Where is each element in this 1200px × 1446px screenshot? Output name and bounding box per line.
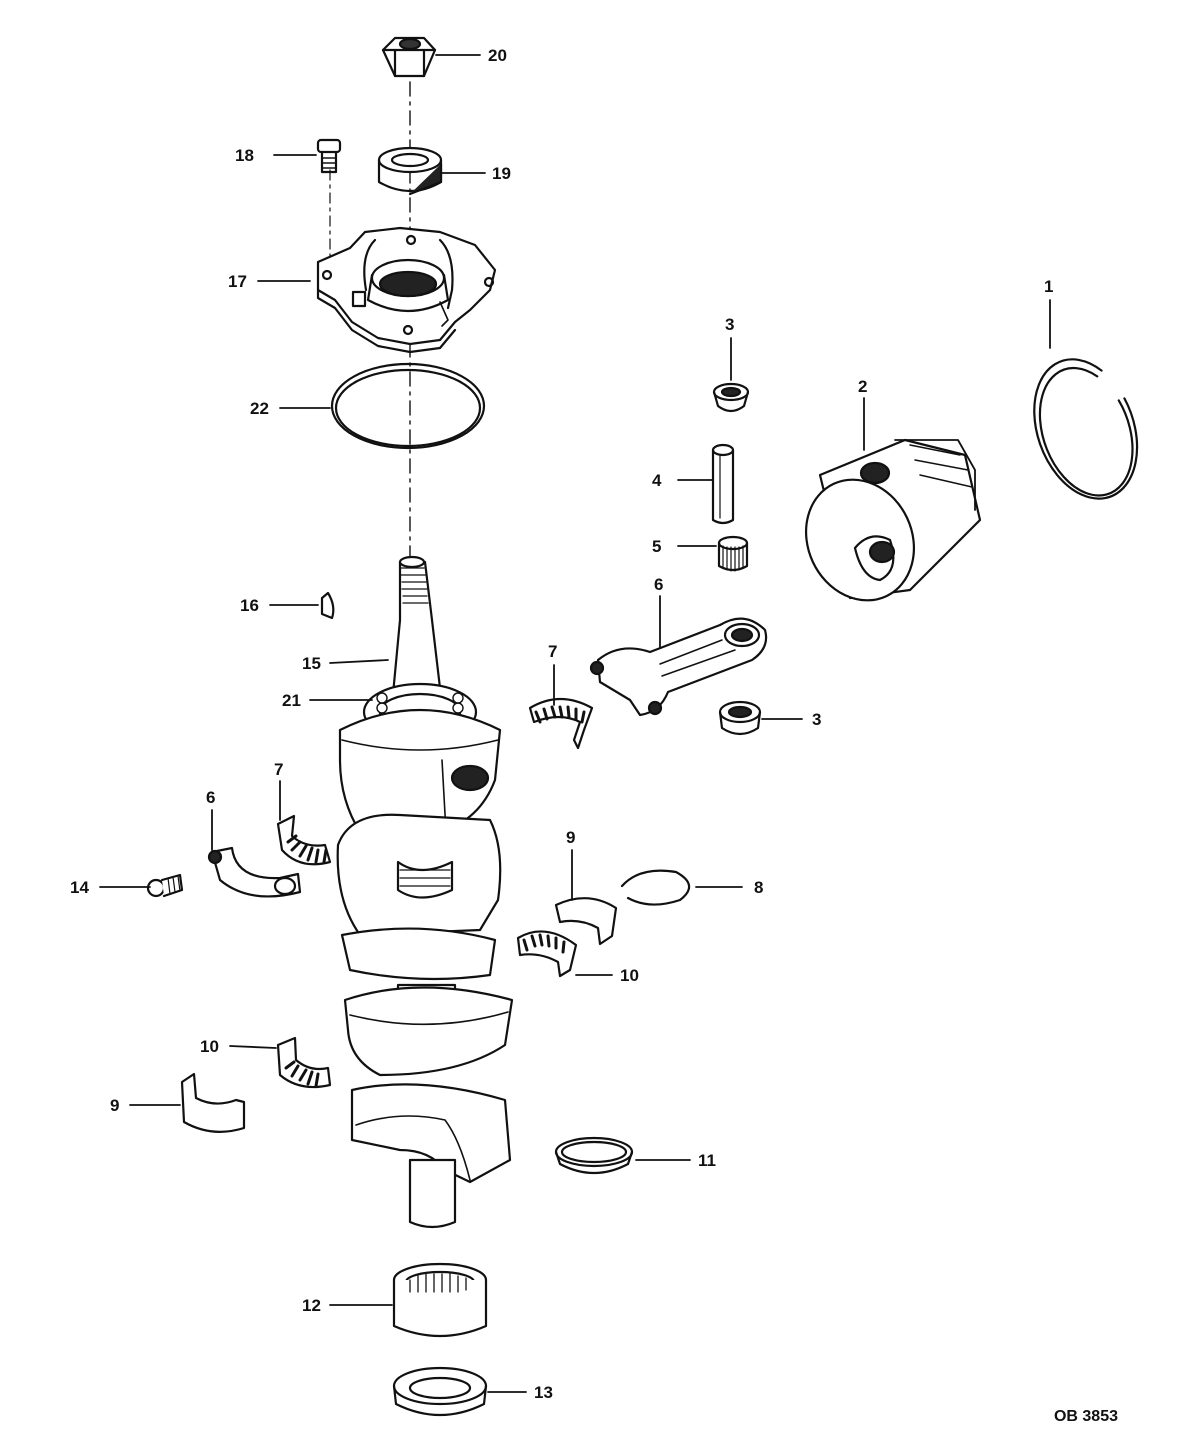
callout-13: 13 xyxy=(534,1383,553,1402)
needle-bearing-half-left xyxy=(278,1038,330,1087)
hex-nut xyxy=(383,38,435,76)
callout-12: 12 xyxy=(302,1296,321,1315)
callout-8: 8 xyxy=(754,878,763,897)
crankshaft xyxy=(338,557,512,1227)
bearing-race-left xyxy=(182,1074,244,1132)
needle-bearing-half-upper-right xyxy=(530,699,592,748)
callout-3-lower: 3 xyxy=(812,710,821,729)
callout-6-cap: 6 xyxy=(206,788,215,807)
callout-10-right: 10 xyxy=(620,966,639,985)
lower-oil-seal xyxy=(394,1368,486,1415)
callout-9-right: 9 xyxy=(566,828,575,847)
callout-10-left: 10 xyxy=(200,1037,219,1056)
callout-3-upper: 3 xyxy=(725,315,734,334)
callout-17: 17 xyxy=(228,272,247,291)
leader-lines xyxy=(99,54,1051,1393)
retaining-ring xyxy=(622,871,689,905)
lower-seal-ring xyxy=(556,1138,632,1173)
callout-9-left: 9 xyxy=(110,1096,119,1115)
needle-bearing-half-left-upper xyxy=(278,816,330,864)
callout-labels: 20 18 19 17 22 1 3 2 4 5 6 16 15 7 3 21 … xyxy=(70,46,1053,1402)
bearing-housing xyxy=(318,228,495,352)
callout-2: 2 xyxy=(858,377,867,396)
callout-18: 18 xyxy=(235,146,254,165)
callout-14: 14 xyxy=(70,878,89,897)
connecting-rod xyxy=(591,619,766,715)
bushing-upper xyxy=(714,384,748,411)
rod-cap-screw xyxy=(148,875,182,896)
callout-20: 20 xyxy=(488,46,507,65)
screw xyxy=(318,140,340,172)
woodruff-key xyxy=(322,593,333,618)
callout-21: 21 xyxy=(282,691,301,710)
callout-19: 19 xyxy=(492,164,511,183)
callout-5: 5 xyxy=(652,537,661,556)
callout-11: 11 xyxy=(698,1151,716,1170)
callout-7-right: 7 xyxy=(548,642,557,661)
needle-bearing-half-right xyxy=(518,931,576,976)
callout-4: 4 xyxy=(652,471,662,490)
piston xyxy=(787,440,980,618)
callout-16: 16 xyxy=(240,596,259,615)
callout-1: 1 xyxy=(1044,277,1053,296)
piston-ring xyxy=(1016,345,1155,513)
callout-15: 15 xyxy=(302,654,321,673)
callout-22: 22 xyxy=(250,399,269,418)
bushing-lower xyxy=(720,702,760,734)
oil-seal xyxy=(379,148,441,194)
needle-bearing xyxy=(719,537,747,571)
callout-7-left: 7 xyxy=(274,760,283,779)
callout-6-rod: 6 xyxy=(654,575,663,594)
roller-bearing xyxy=(394,1264,486,1336)
o-ring xyxy=(332,364,484,448)
piston-pin xyxy=(713,445,733,523)
bearing-race-right xyxy=(556,898,616,944)
rod-cap xyxy=(209,848,300,896)
figure-id: OB 3853 xyxy=(1053,1408,1118,1425)
